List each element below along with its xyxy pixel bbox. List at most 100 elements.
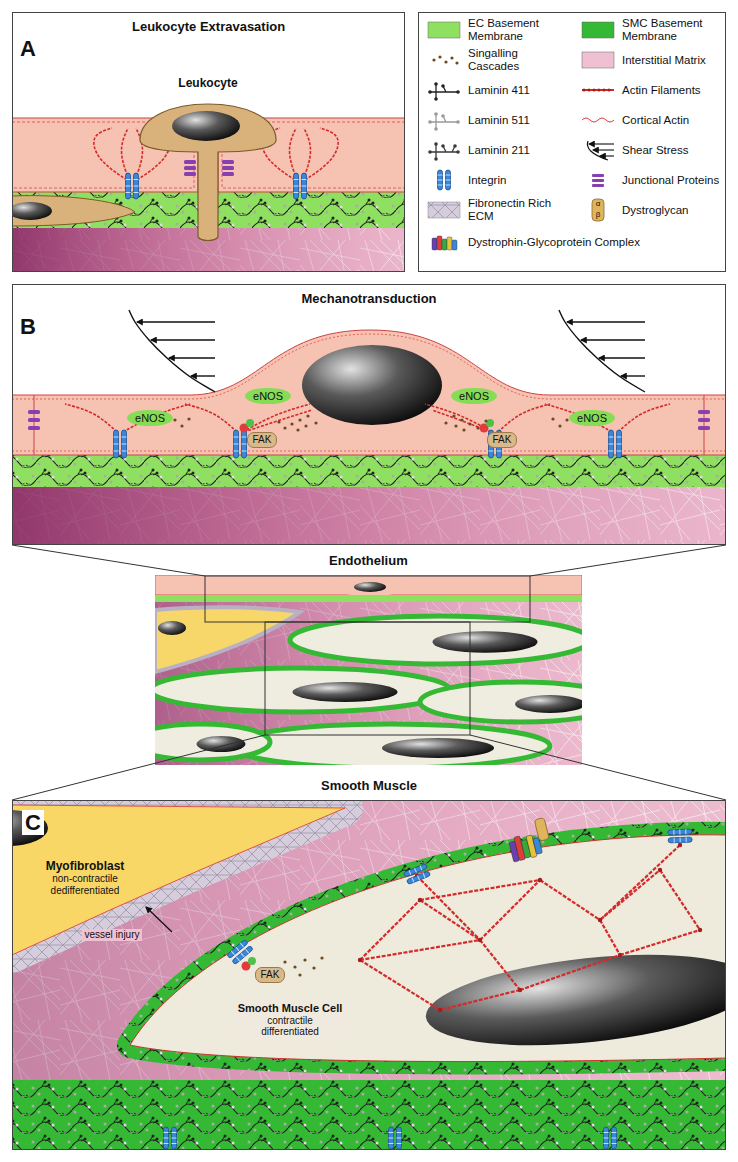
- art-rect: [242, 430, 247, 458]
- legend-icon: [424, 198, 464, 222]
- art-circle: [538, 878, 542, 882]
- art-circle: [438, 55, 441, 58]
- art-line: [172, 1143, 177, 1144]
- art-path: [430, 144, 458, 159]
- art-line: [497, 437, 502, 438]
- legend-swatch: [428, 22, 460, 38]
- nucleus: [172, 111, 240, 141]
- art-line: [680, 837, 681, 842]
- node-text: eNOS: [135, 412, 165, 425]
- art-rect: [452, 240, 457, 250]
- integrin-symbol: [114, 430, 127, 458]
- art-rect: [447, 237, 452, 250]
- fak-blob: FAK: [255, 967, 286, 983]
- shear-arrow: [599, 357, 645, 358]
- art-line: [582, 89, 614, 91]
- legend-text: EC Basement Membrane: [468, 17, 566, 43]
- integrin-symbol: [294, 173, 307, 199]
- actin-filament: [303, 128, 311, 180]
- art-circle: [618, 953, 622, 957]
- actin-filament: [498, 404, 550, 432]
- art-circle: [293, 965, 296, 968]
- junction-protein: [184, 160, 196, 164]
- node-text: FAK: [261, 969, 280, 981]
- actin-filament: [432, 410, 491, 432]
- art-line: [409, 870, 411, 875]
- actin-filament: [244, 410, 312, 432]
- art-line: [612, 1132, 617, 1133]
- art-rect: [164, 1127, 169, 1149]
- node-text: Myofibroblast: [46, 860, 125, 874]
- art-circle: [434, 127, 438, 131]
- art-ellipse: [293, 682, 398, 702]
- art-rect: [592, 199, 604, 221]
- junction-protein: [698, 426, 710, 430]
- cell-label: Leukocyte: [173, 74, 242, 94]
- leukocyte-shape: [140, 104, 276, 241]
- art-circle: [428, 150, 432, 154]
- art-circle: [453, 144, 457, 148]
- art-path: [587, 141, 608, 160]
- legend-text: SMC Basement Membrane: [622, 17, 720, 43]
- legend-icon: [424, 168, 464, 192]
- art-rect: [302, 173, 307, 199]
- art-line: [114, 444, 119, 445]
- node-subtext: Smooth Muscle: [321, 779, 417, 794]
- legend-text: Cortical Actin: [622, 114, 720, 127]
- signalling-dots: [283, 956, 323, 976]
- junction-protein: [698, 418, 710, 422]
- art-circle: [593, 89, 596, 92]
- shear-arrow: [191, 375, 215, 376]
- art-rect: [134, 173, 139, 199]
- actin-filament: [417, 876, 480, 940]
- art-line: [114, 437, 119, 438]
- node-text: FAK: [493, 434, 512, 446]
- art-circle: [434, 82, 438, 86]
- art-ellipse: [158, 621, 186, 635]
- actin-filament: [620, 930, 700, 955]
- art-circle: [452, 414, 455, 417]
- actin-filament: [600, 920, 620, 955]
- art-line: [438, 180, 443, 181]
- node-text: A: [20, 36, 36, 61]
- shear-profile: [559, 310, 645, 392]
- art-line: [242, 437, 247, 438]
- art-circle: [441, 84, 445, 88]
- art-circle: [298, 973, 301, 976]
- fak-domain: [246, 419, 254, 427]
- myofibroblast-shape: [12, 805, 345, 955]
- art-line: [389, 1132, 394, 1133]
- art-circle: [441, 114, 445, 118]
- zoom-line: [12, 545, 726, 800]
- node-subtext: non-contractile dedifferentiated: [43, 873, 127, 896]
- legend-text: Junctional Proteins: [622, 174, 720, 187]
- art-line: [231, 951, 234, 955]
- label-holder: β: [596, 210, 601, 219]
- art-rect: [617, 430, 622, 458]
- actin-filament: [289, 128, 297, 180]
- actin-filament: [480, 940, 520, 990]
- art-ellipse: [515, 695, 582, 713]
- art-line: [397, 1132, 402, 1133]
- legend-item: EC Basement Membrane: [424, 17, 566, 43]
- vessel-overview: Endothelium: [155, 575, 582, 765]
- art-rect: [406, 871, 430, 885]
- art-circle: [454, 424, 457, 427]
- legend-box: EC Basement Membrane SMC Basement Membran…: [418, 12, 726, 272]
- actin-filament: [440, 990, 520, 1010]
- legend-text: Dystroglycan: [622, 204, 720, 217]
- art-line: [589, 143, 614, 144]
- art-circle: [304, 424, 307, 427]
- art-rect: [592, 174, 604, 177]
- zoom-frame: [265, 622, 470, 735]
- legend-icon: [578, 18, 618, 42]
- junction-protein: [28, 410, 40, 414]
- art-line: [686, 837, 687, 842]
- legend-icon: [578, 48, 618, 72]
- junction-protein: [222, 160, 234, 164]
- node-subtext: Leukocyte Extravasation: [132, 20, 285, 35]
- art-path: [430, 84, 458, 99]
- art-line: [609, 444, 614, 445]
- art-rect: [397, 1127, 402, 1149]
